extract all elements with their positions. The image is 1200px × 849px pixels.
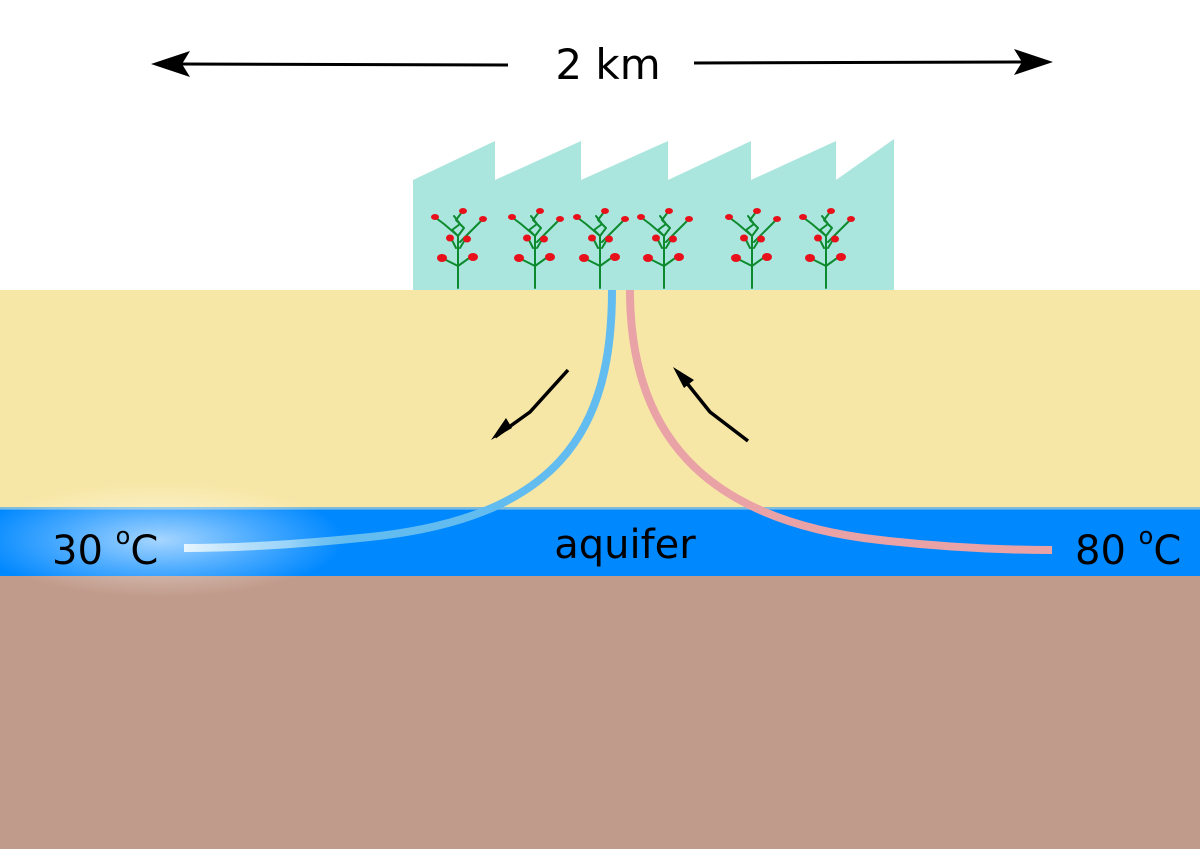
arrowhead-right-icon: [1014, 49, 1053, 75]
warm-temperature-unit: C: [1153, 528, 1181, 574]
aquifer-label: aquifer: [554, 522, 696, 568]
scale-label: 2 km: [555, 40, 660, 89]
scale-line-left: [177, 62, 509, 67]
cold-well-temperature: 30 oC: [52, 522, 158, 574]
greenhouse: [413, 139, 894, 290]
arrowhead-left-icon: [151, 51, 190, 77]
warm-well-temperature: 80 oC: [1075, 522, 1181, 574]
flow-arrow-down-icon: [491, 368, 570, 440]
warm-temperature-degree: o: [1139, 522, 1154, 550]
cold-temperature-unit: C: [130, 528, 158, 574]
scale-line-right: [693, 60, 1027, 65]
warm-temperature-value: 80: [1075, 528, 1139, 574]
cold-temperature-degree: o: [116, 522, 131, 550]
bedrock-layer: [0, 576, 1200, 849]
aquifer-top-edge: [0, 507, 1200, 510]
scale-bar: 2 km: [151, 40, 1053, 89]
cold-temperature-value: 30: [52, 528, 116, 574]
flow-arrow-up-icon: [673, 367, 750, 443]
cold-zone-glow: [0, 482, 345, 598]
warm-well-pipe: [626, 289, 1053, 554]
cold-well-pipe-fade: [183, 534, 361, 552]
